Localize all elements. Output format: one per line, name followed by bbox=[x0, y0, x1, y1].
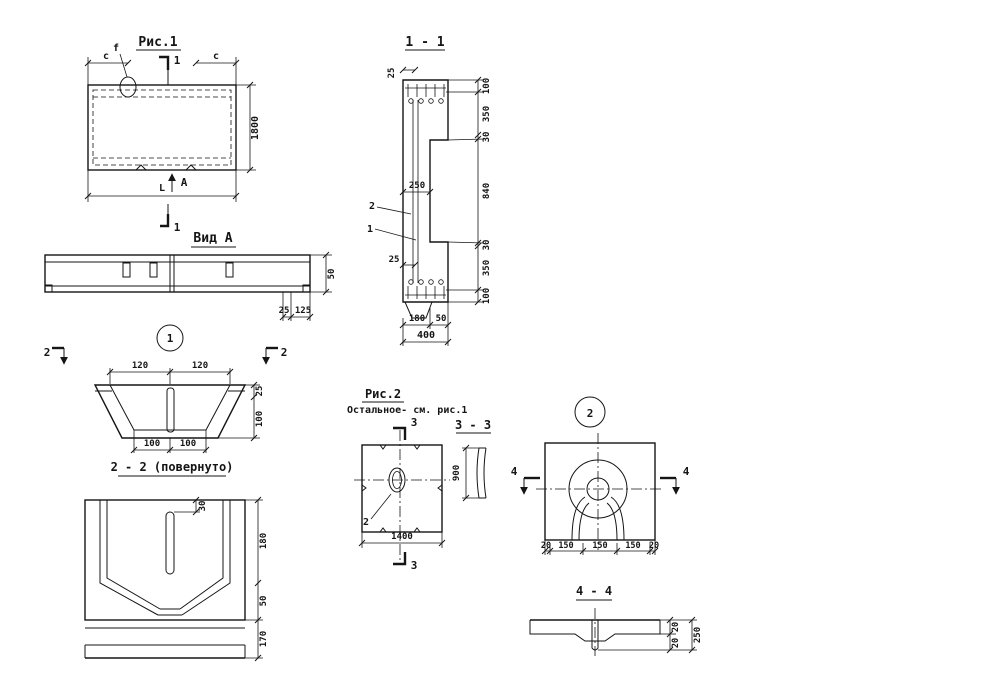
callout-2-label: 2 bbox=[587, 407, 594, 420]
rebar-label-1: 1 bbox=[367, 224, 373, 235]
section4-label-right: 4 bbox=[683, 465, 690, 478]
section-2-2-top: 120 120 25 100 100 100 2 - 2 (повернуто) bbox=[93, 361, 265, 477]
dim-c-left: c bbox=[103, 51, 109, 62]
dim-25: 25 bbox=[279, 306, 290, 316]
groove-slot bbox=[122, 262, 131, 278]
section-2-2-title: 2 - 2 (повернуто) bbox=[111, 460, 234, 474]
loop-ring bbox=[568, 459, 628, 519]
section2-label-right: 2 bbox=[281, 346, 288, 359]
label-f: f bbox=[113, 43, 119, 54]
dim-250: 250 bbox=[409, 181, 425, 191]
rebar-label-2: 2 bbox=[369, 201, 375, 212]
dim-20-stem: 20 bbox=[671, 638, 681, 648]
dim-900: 900 bbox=[452, 465, 462, 481]
dim-120-right: 120 bbox=[192, 361, 208, 371]
view-a-label: А bbox=[181, 176, 188, 189]
callout-circle-1 bbox=[156, 324, 184, 352]
section-4-4-title: 4 - 4 bbox=[576, 584, 612, 598]
dim-1400: 1400 bbox=[391, 532, 413, 542]
section1-label-top: 1 bbox=[174, 54, 181, 67]
figure1-title: Рис.1 bbox=[138, 35, 177, 50]
dim-100-depth: 100 bbox=[255, 411, 265, 427]
loop-stem-section bbox=[591, 620, 599, 651]
loop-legs bbox=[571, 496, 625, 541]
view-a-title: Вид А bbox=[193, 231, 232, 246]
plan-outline bbox=[361, 444, 443, 533]
deep-trough-outline bbox=[84, 499, 246, 621]
anchor-plate-outline bbox=[544, 442, 656, 541]
dim-25-top: 25 bbox=[387, 68, 397, 79]
section1-label-bottom: 1 bbox=[174, 221, 181, 234]
callout-circle-2 bbox=[574, 396, 606, 428]
detail-circle bbox=[119, 76, 137, 98]
dim-25-rim: 25 bbox=[255, 386, 265, 397]
section-3-3: 3 - 3 900 bbox=[452, 418, 491, 502]
dim-25-bottom: 25 bbox=[389, 255, 400, 265]
detail-2: 2 4 4 20 150 150 150 20 bbox=[511, 396, 690, 555]
dim-400: 400 bbox=[417, 330, 435, 341]
view-a: Вид А 50 25 125 1 2 2 bbox=[44, 231, 337, 365]
section-2-2-bottom: 30 180 50 170 bbox=[84, 496, 269, 662]
section-1-1: 1 - 1 25 bbox=[367, 35, 492, 346]
dim-50-deep: 50 bbox=[259, 596, 269, 607]
dim-30: 30 bbox=[198, 501, 208, 512]
dim-right-6: 100 bbox=[482, 288, 492, 304]
elevation-outline bbox=[44, 254, 311, 293]
dim-20-l: 20 bbox=[541, 541, 551, 551]
dim-20-r: 20 bbox=[649, 541, 659, 551]
dim-1800: 1800 bbox=[250, 116, 261, 140]
dim-250: 250 bbox=[693, 627, 703, 643]
dim-100-br: 100 bbox=[180, 439, 196, 449]
dim-right-3: 840 bbox=[482, 183, 492, 199]
dim-right-1: 350 bbox=[482, 106, 492, 122]
dim-150-a: 150 bbox=[558, 541, 573, 551]
section-outline bbox=[402, 79, 449, 303]
section-3-3-title: 3 - 3 bbox=[455, 418, 491, 432]
figure2-title: Рис.2 bbox=[365, 387, 401, 401]
lifting-hole bbox=[388, 467, 406, 493]
section-1-1-title: 1 - 1 bbox=[405, 35, 444, 50]
callout-1-label: 1 bbox=[167, 332, 174, 345]
figure2-plan: Рис.2 Остальное- см. рис.1 3 2 1400 3 bbox=[347, 387, 467, 572]
center-slot bbox=[166, 387, 175, 433]
section1-mark-bottom bbox=[160, 214, 170, 228]
dim-170-deep: 170 bbox=[259, 631, 269, 647]
dim-100-bl: 100 bbox=[144, 439, 160, 449]
section4-label-left: 4 bbox=[511, 465, 518, 478]
dim-120-left: 120 bbox=[132, 361, 148, 371]
thin-section-profile bbox=[476, 447, 487, 499]
figure2-subtitle: Остальное- см. рис.1 bbox=[347, 405, 467, 416]
section3-mark-bottom bbox=[393, 552, 407, 566]
section2-label-left: 2 bbox=[44, 346, 51, 359]
section-4-4: 4 - 4 20 20 250 bbox=[529, 584, 703, 656]
dim-right-5: 350 bbox=[482, 260, 492, 276]
section1-mark-top bbox=[159, 55, 170, 70]
figure1-plan: Рис.1 f c c 1 1800 А bbox=[84, 35, 261, 234]
dim-150-b: 150 bbox=[592, 541, 607, 551]
figure2-rebar-label: 2 bbox=[363, 517, 369, 528]
panel-outline bbox=[87, 84, 237, 171]
dim-180-deep: 180 bbox=[259, 533, 269, 549]
section3-label-top: 3 bbox=[411, 416, 418, 429]
dim-180: 180 bbox=[409, 314, 425, 324]
plate-section-profile bbox=[529, 620, 661, 642]
rebar-mesh-dashed bbox=[92, 89, 232, 166]
dim-50: 50 bbox=[436, 314, 447, 324]
dim-right-2: 30 bbox=[482, 132, 492, 143]
center-slot-deep bbox=[165, 511, 175, 575]
section3-mark-top bbox=[393, 426, 407, 440]
section3-label-bottom: 3 bbox=[411, 559, 418, 572]
dim-L: L bbox=[159, 183, 165, 194]
dim-50-height: 50 bbox=[327, 269, 337, 280]
dim-right-0: 100 bbox=[482, 78, 492, 94]
dim-c-right: c bbox=[213, 51, 219, 62]
dim-right-4: 30 bbox=[482, 240, 492, 251]
section-tail bbox=[404, 301, 433, 319]
dim-150-c: 150 bbox=[625, 541, 640, 551]
dim-20-plate: 20 bbox=[671, 622, 681, 632]
dim-125: 125 bbox=[295, 306, 311, 316]
loop-hole bbox=[586, 477, 610, 501]
